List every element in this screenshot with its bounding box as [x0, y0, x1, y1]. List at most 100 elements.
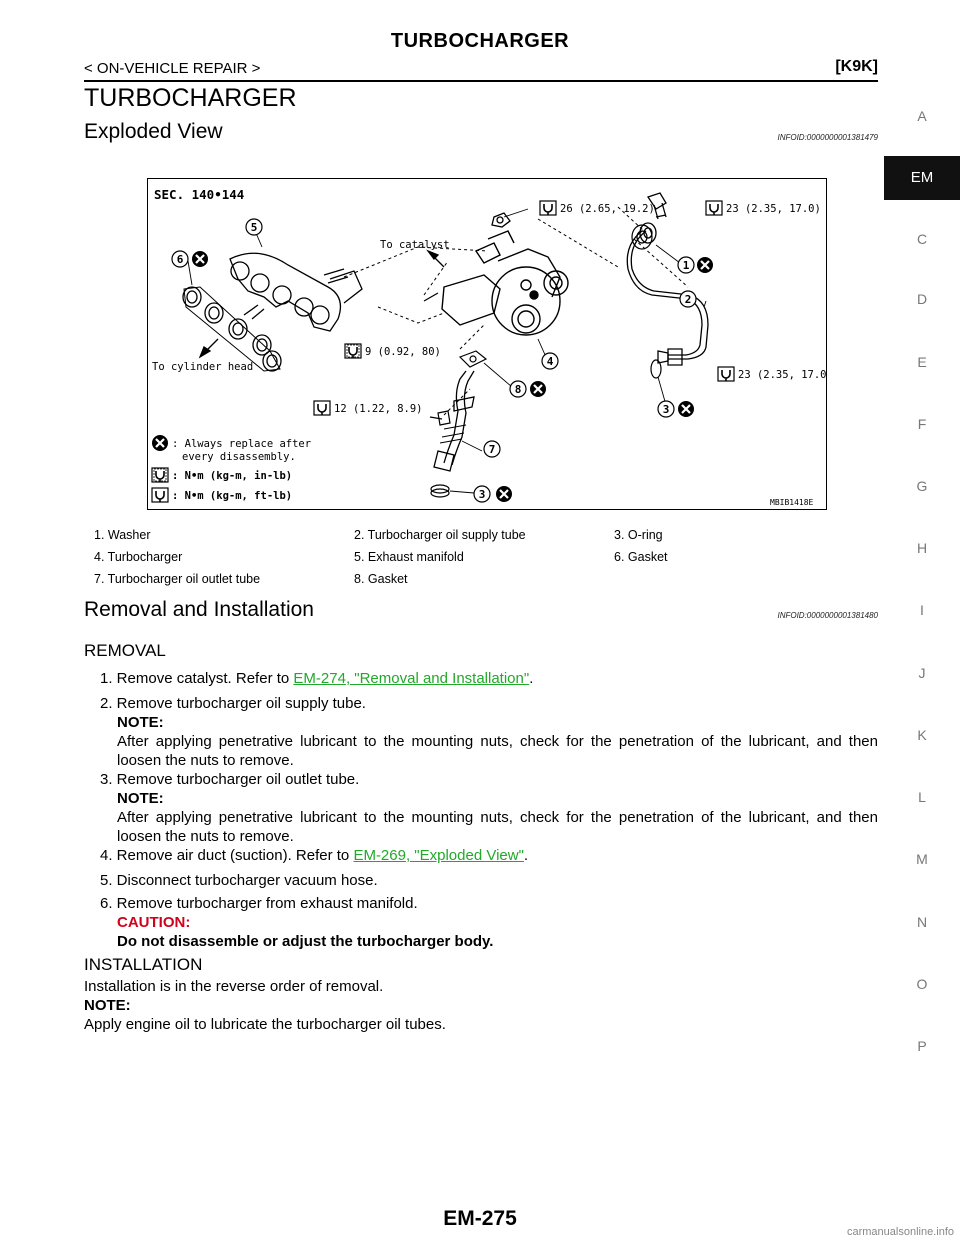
- legend-row: 4. Turbocharger 5. Exhaust manifold 6. G…: [94, 546, 874, 568]
- tab-p[interactable]: P: [917, 1038, 927, 1054]
- removal-step-6: 6. Remove turbocharger from exhaust mani…: [100, 895, 418, 912]
- outlet-bolt: [429, 410, 451, 426]
- svg-text:: Always replace after: : Always replace after: [172, 438, 311, 450]
- link-em-274[interactable]: EM-274, "Removal and Installation": [293, 670, 530, 687]
- callout-7: 7: [483, 440, 501, 458]
- svg-text:: N•m (kg-m, in-lb): : N•m (kg-m, in-lb): [172, 470, 292, 482]
- exploded-view-infoid: INFOID:0000000001381479: [777, 133, 878, 142]
- page-number: EM-275: [443, 1207, 517, 1230]
- torque-9: 9 (0.92, 80): [344, 343, 441, 359]
- svg-text:4: 4: [547, 355, 554, 368]
- tab-h[interactable]: H: [916, 540, 928, 556]
- model-code: [K9K]: [835, 58, 878, 75]
- removal-step-6-caution: CAUTION: Do not disassemble or adjust th…: [117, 914, 494, 950]
- removal-heading: REMOVAL: [84, 641, 166, 660]
- legend-row: 1. Washer 2. Turbocharger oil supply tub…: [94, 524, 874, 546]
- svg-text:23 (2.35, 17.0): 23 (2.35, 17.0): [738, 369, 826, 381]
- legend-item: 8. Gasket: [354, 572, 408, 586]
- turbo-gasket: [458, 350, 488, 368]
- tab-c[interactable]: C: [916, 231, 928, 247]
- svg-text:3: 3: [663, 403, 670, 416]
- callout-5: 5: [245, 218, 263, 236]
- tab-n[interactable]: N: [916, 914, 928, 930]
- tab-e[interactable]: E: [917, 354, 927, 370]
- callout-3a: 3: [657, 400, 675, 418]
- legend-item: 1. Washer: [94, 528, 151, 542]
- tab-l[interactable]: L: [918, 789, 926, 805]
- callout-4: 4: [541, 352, 559, 370]
- svg-text:5: 5: [251, 221, 258, 234]
- svg-text:2: 2: [685, 293, 692, 306]
- svg-text:: N•m (kg-m, ft-lb): : N•m (kg-m, ft-lb): [172, 490, 292, 502]
- svg-text:1: 1: [683, 259, 690, 272]
- watermark: carmanualsonline.info: [846, 1226, 954, 1238]
- direction-arrows: [198, 249, 445, 359]
- turbo-nut: [491, 212, 511, 228]
- legend-item: 3. O-ring: [614, 528, 663, 542]
- exhaust-gasket: [182, 286, 282, 372]
- tab-g[interactable]: G: [916, 478, 928, 494]
- parts-legend: 1. Washer 2. Turbocharger oil supply tub…: [94, 524, 874, 590]
- figure-key: : Always replace after every disassembly…: [150, 433, 311, 503]
- leader-lines: [187, 208, 707, 494]
- exploded-view-figure: SEC. 140•144: [147, 178, 833, 510]
- callout-6: 6: [171, 250, 189, 268]
- torque-26: 26 (2.65, 19.2): [539, 200, 655, 216]
- tab-f[interactable]: F: [917, 416, 927, 432]
- svg-text:9 (0.92, 80): 9 (0.92, 80): [365, 346, 441, 358]
- removal-step-5: 5. Disconnect turbocharger vacuum hose.: [100, 872, 378, 889]
- header-divider: [84, 80, 878, 82]
- tab-j[interactable]: J: [918, 665, 926, 681]
- section-code: SEC. 140•144: [154, 187, 244, 202]
- to-catalyst-label: To catalyst: [380, 239, 450, 251]
- o-ring-right: [650, 359, 662, 379]
- removal-step-3: 3. Remove turbocharger oil outlet tube.: [100, 771, 360, 788]
- exploded-view-heading: Exploded View: [84, 120, 223, 143]
- section-title: TURBOCHARGER: [84, 84, 297, 112]
- callout-2: 2: [679, 290, 697, 308]
- tab-o[interactable]: O: [916, 976, 928, 992]
- torque-12: 12 (1.22, 8.9): [313, 400, 423, 416]
- callout-3b: 3: [473, 485, 491, 503]
- page-title: TURBOCHARGER: [390, 30, 570, 52]
- removal-installation-infoid: INFOID:0000000001381480: [777, 611, 878, 620]
- tab-d[interactable]: D: [916, 291, 928, 307]
- svg-text:23 (2.35, 17.0): 23 (2.35, 17.0): [726, 203, 821, 215]
- svg-text:26 (2.65, 19.2): 26 (2.65, 19.2): [560, 203, 655, 215]
- removal-step-4: 4. Remove air duct (suction). Refer to E…: [100, 847, 529, 864]
- tab-a[interactable]: A: [917, 108, 927, 124]
- link-em-269[interactable]: EM-269, "Exploded View": [353, 847, 524, 864]
- removal-step-2: 2. Remove turbocharger oil supply tube.: [100, 695, 366, 712]
- torque-23-top: 23 (2.35, 17.0): [705, 200, 821, 216]
- callout-1: 1: [677, 256, 695, 274]
- callout-8: 8: [509, 380, 527, 398]
- manifold-studs: [323, 268, 439, 302]
- svg-text:7: 7: [489, 443, 496, 456]
- svg-text:every disassembly.: every disassembly.: [182, 451, 296, 463]
- removal-step-2-note: NOTE: After applying penetrative lubrica…: [117, 714, 878, 769]
- removal-steps: 1. Remove catalyst. Refer to EM-274, "Re…: [100, 0, 878, 1100]
- oil-outlet-tube: [433, 370, 475, 472]
- svg-text:3: 3: [479, 488, 486, 501]
- legend-item: 2. Turbocharger oil supply tube: [354, 528, 526, 542]
- svg-text:12 (1.22, 8.9): 12 (1.22, 8.9): [334, 403, 423, 415]
- tab-em[interactable]: EM: [884, 156, 960, 200]
- o-ring-bottom: [430, 484, 450, 498]
- torque-23-right: 23 (2.35, 17.0): [717, 366, 833, 382]
- legend-item: 4. Turbocharger: [94, 550, 183, 564]
- legend-row: 7. Turbocharger oil outlet tube 8. Gaske…: [94, 568, 874, 590]
- tab-m[interactable]: M: [916, 851, 928, 867]
- svg-text:8: 8: [515, 383, 522, 396]
- breadcrumb: < ON-VEHICLE REPAIR >: [84, 60, 261, 77]
- installation-body: Installation is in the reverse order of …: [84, 978, 446, 1033]
- tab-i[interactable]: I: [920, 602, 924, 618]
- removal-step-1: 1. Remove catalyst. Refer to EM-274, "Re…: [100, 670, 534, 687]
- to-cylinder-head-label: To cylinder head: [152, 361, 253, 373]
- turbocharger-diagram: SEC. 140•144: [150, 187, 833, 507]
- svg-text:6: 6: [177, 253, 184, 266]
- turbocharger: [441, 230, 569, 336]
- figure-code: MBIB1418E: [770, 498, 814, 507]
- callouts: 1 2 3 3 4 5 6 7 8: [171, 218, 697, 503]
- exhaust-manifold: [229, 252, 363, 332]
- tab-k[interactable]: K: [917, 727, 927, 743]
